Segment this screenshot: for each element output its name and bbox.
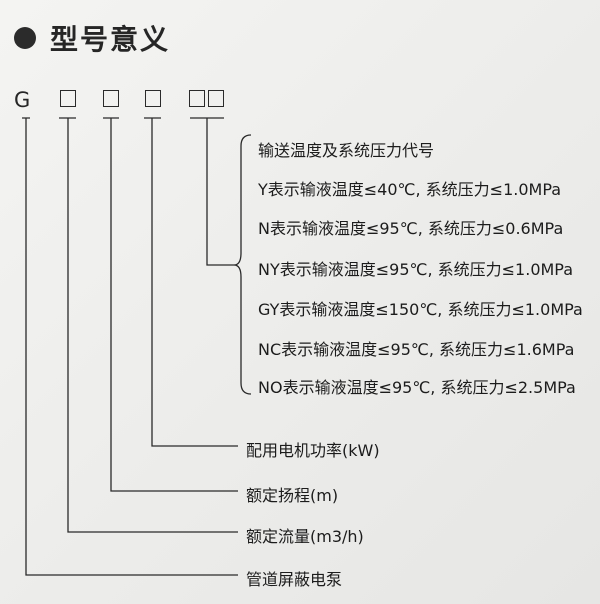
section-heading: 型号意义 [14, 18, 170, 58]
code-box-flow [60, 90, 76, 107]
label-flow: 额定流量(m3/h) [246, 527, 364, 546]
medium-item-nc: NC表示输液温度≤95℃, 系统压力≤1.6MPa [258, 340, 575, 359]
medium-title: 输送温度及系统压力代号 [258, 141, 435, 160]
medium-item-no: NO表示输液温度≤95℃, 系统压力≤2.5MPa [258, 378, 576, 397]
medium-item-n: N表示输液温度≤95℃, 系统压力≤0.6MPa [258, 219, 564, 238]
label-power: 配用电机功率(kW) [246, 441, 380, 460]
code-box-medium-2 [208, 90, 224, 107]
connector-power [144, 117, 238, 447]
heading-title: 型号意义 [50, 23, 171, 56]
code-box-medium-1 [189, 90, 205, 107]
code-prefix: G [14, 88, 31, 112]
code-box-power [145, 90, 161, 107]
medium-item-y: Y表示输液温度≤40℃, 系统压力≤1.0MPa [258, 180, 562, 199]
label-type: 管道屏蔽电泵 [246, 570, 343, 589]
connector-flow [59, 117, 238, 533]
connector-head [103, 117, 238, 492]
code-box-head [103, 90, 119, 107]
brace-icon [233, 134, 252, 395]
medium-item-ny: NY表示输液温度≤95℃, 系统压力≤1.0MPa [258, 260, 574, 279]
label-head: 额定扬程(m) [246, 486, 339, 505]
bullet-icon [14, 27, 36, 49]
connector-medium [190, 117, 234, 266]
medium-item-gy: GY表示输液温度≤150℃, 系统压力≤1.0MPa [258, 300, 583, 319]
connector-type [22, 117, 238, 576]
